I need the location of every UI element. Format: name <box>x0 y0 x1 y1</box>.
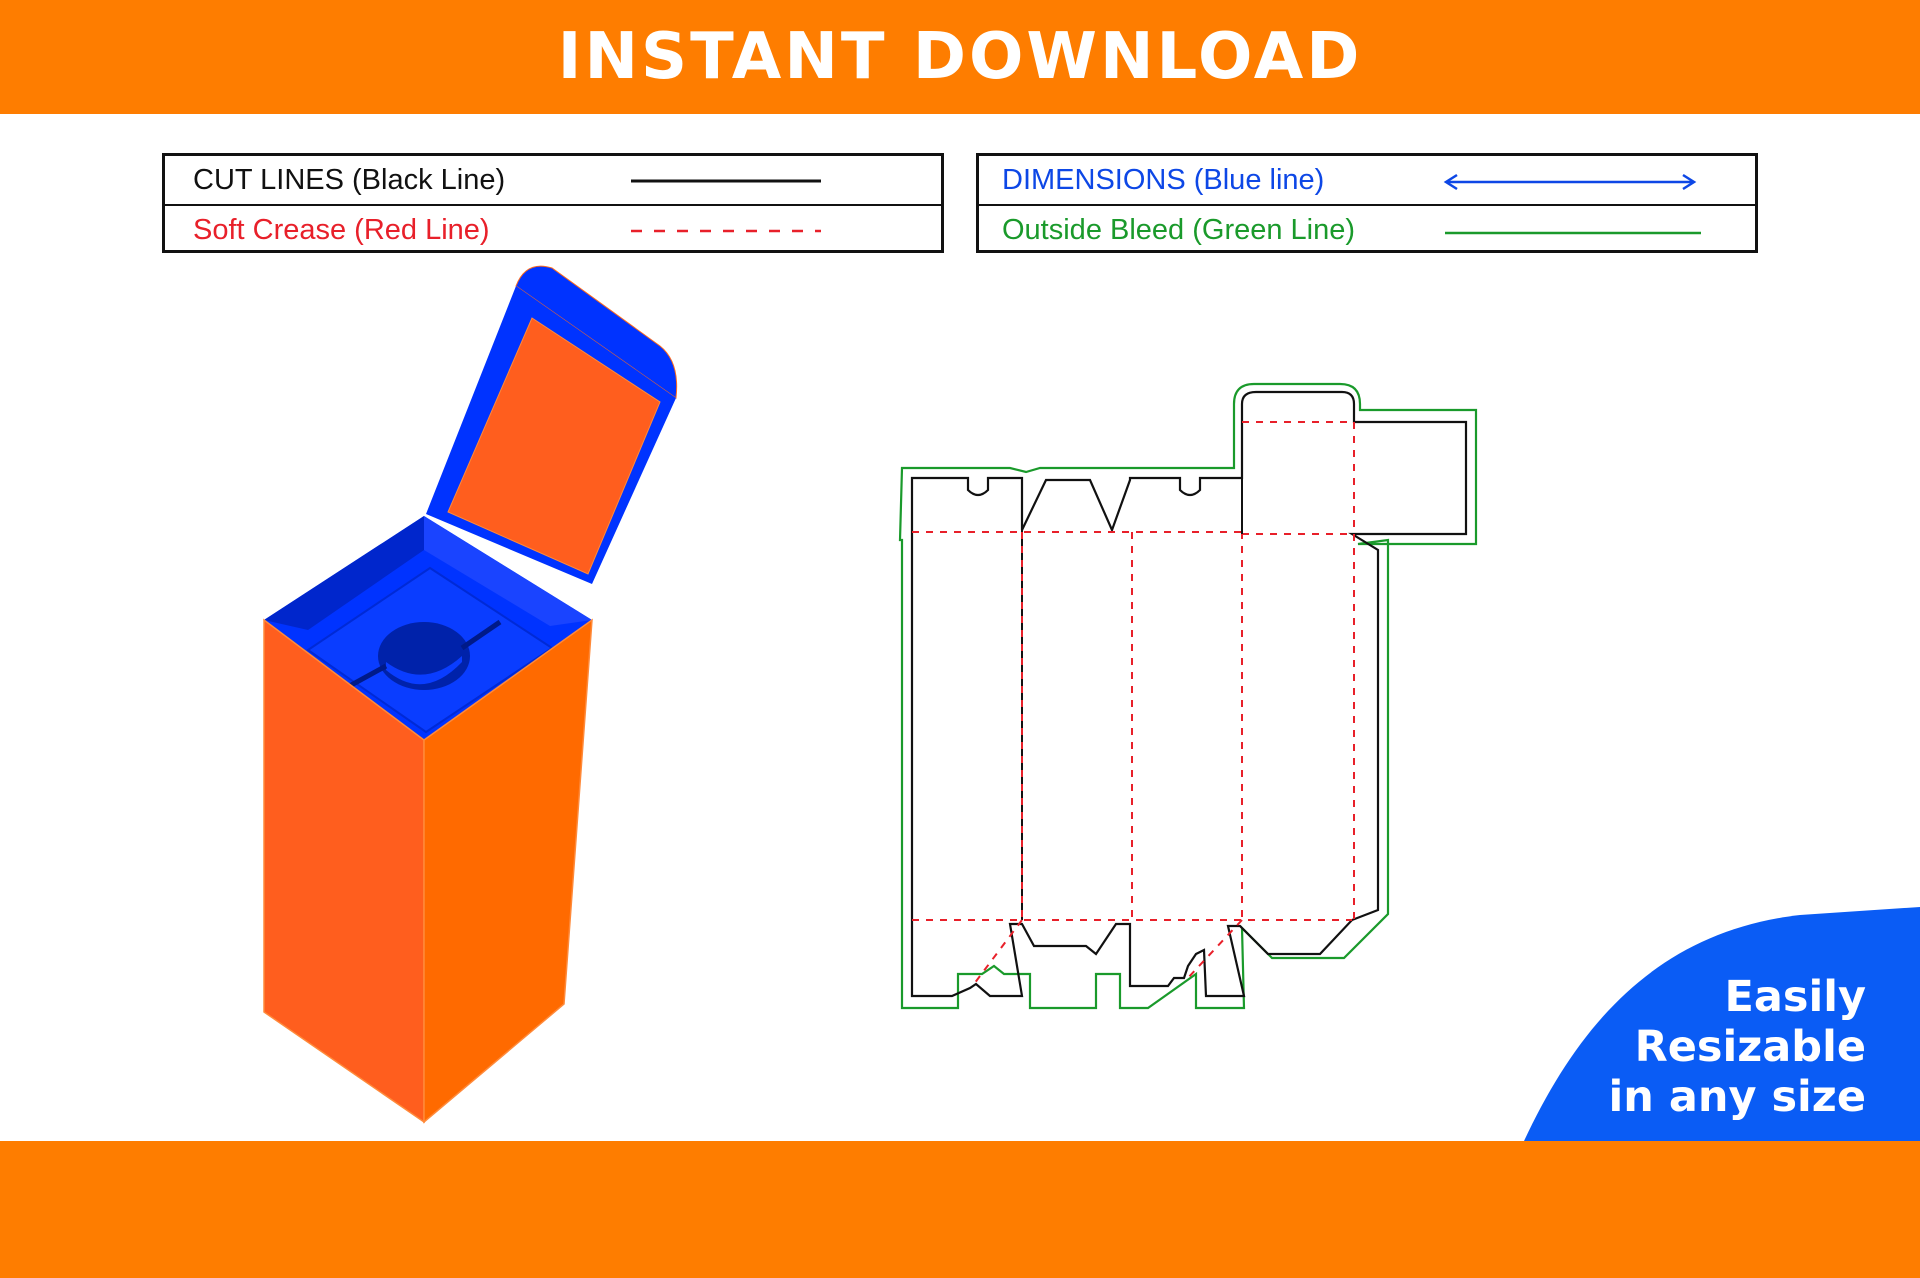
cut-outline <box>910 390 1468 998</box>
dimension-arrow-sample <box>1443 173 1697 191</box>
crease-lines <box>912 421 1355 985</box>
legend-left: CUT LINES (Black Line) Soft Crease (Red … <box>162 153 944 253</box>
header-banner: INSTANT DOWNLOAD <box>0 0 1920 114</box>
crease-line-sample <box>631 229 821 233</box>
badge-line-1: Easily <box>1724 972 1867 1022</box>
bleed-outline <box>898 382 1478 1010</box>
legend-dimensions-label: DIMENSIONS (Blue line) <box>1002 163 1325 196</box>
legend-crease-label: Soft Crease (Red Line) <box>193 213 490 246</box>
legend-row-crease: Soft Crease (Red Line) <box>165 204 941 254</box>
box-face-right <box>423 618 593 1124</box>
footer-banner <box>0 1141 1920 1278</box>
lid-panel <box>447 317 661 575</box>
lid-tuck-flap <box>515 265 678 399</box>
resizable-badge: Easily Resizable in any size <box>1609 972 1866 1122</box>
legend-right: DIMENSIONS (Blue line) Outside Bleed (Gr… <box>976 153 1758 253</box>
cut-line-sample <box>631 179 821 183</box>
legend-row-dimensions: DIMENSIONS (Blue line) <box>979 156 1755 204</box>
legend-row-bleed: Outside Bleed (Green Line) <box>979 204 1755 254</box>
inner-wall-left <box>264 516 424 630</box>
legend-row-cut: CUT LINES (Black Line) <box>165 156 941 204</box>
bleed-line-sample <box>1445 231 1701 235</box>
box-3d-illustration <box>263 265 678 1124</box>
insert-hole-shade <box>386 656 462 685</box>
legend-bleed-label: Outside Bleed (Green Line) <box>1002 213 1356 246</box>
inner-wall-right <box>424 516 592 626</box>
dieline-drawing <box>898 382 1478 1010</box>
header-title: INSTANT DOWNLOAD <box>557 20 1363 94</box>
insert-slot-right <box>460 619 502 651</box>
badge-line-2: Resizable <box>1634 1022 1866 1072</box>
resizable-badge-shape <box>1524 907 1920 1141</box>
legend-cut-label: CUT LINES (Black Line) <box>193 163 506 196</box>
badge-line-3: in any size <box>1608 1072 1866 1122</box>
